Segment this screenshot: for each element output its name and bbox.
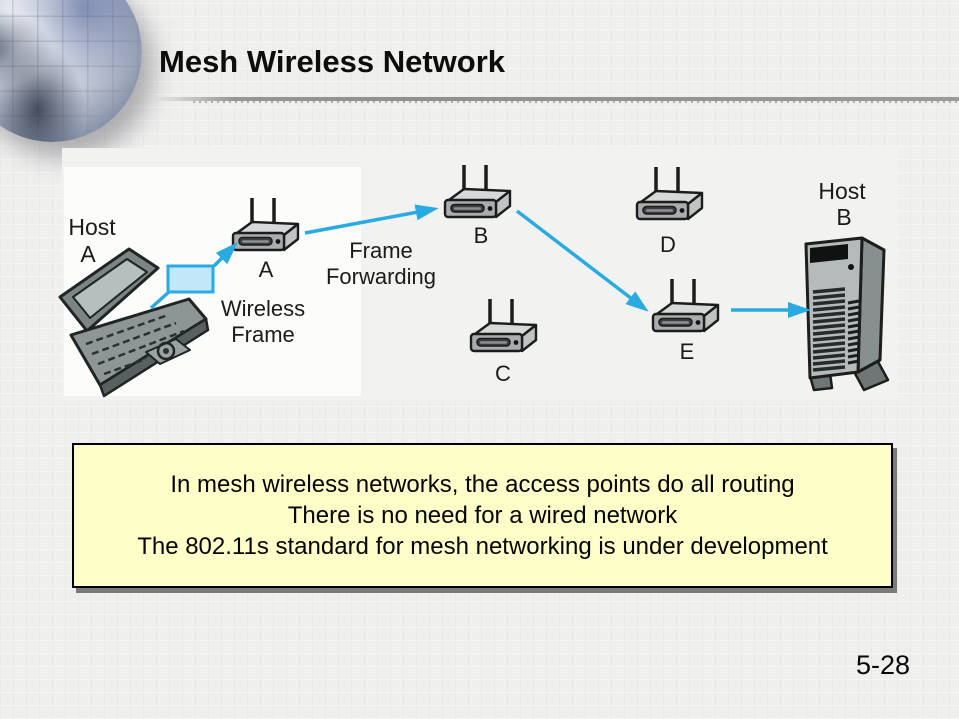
server-host-b-icon bbox=[804, 236, 890, 392]
wireless-frame-label-line1: Wireless bbox=[221, 296, 305, 321]
wireless-frame-label-line2: Frame bbox=[231, 322, 295, 347]
arrow-ap-b-to-ap-e bbox=[515, 209, 649, 312]
note-box: In mesh wireless networks, the access po… bbox=[72, 443, 893, 588]
arrow-ap-a-to-ap-b bbox=[304, 204, 439, 235]
host-a-label-line2: A bbox=[80, 241, 96, 267]
link-laptop-to-frame bbox=[149, 289, 172, 310]
note-line-3: The 802.11s standard for mesh networking… bbox=[137, 533, 828, 560]
host-b-label-line1: Host bbox=[818, 178, 866, 204]
wireless-frame-shape bbox=[166, 264, 215, 294]
ap-a-label: A bbox=[259, 257, 274, 282]
ap-c-label: C bbox=[495, 361, 511, 386]
arrow-frame-to-ap-a bbox=[212, 242, 238, 268]
page-number: 5-28 bbox=[855, 650, 911, 680]
note-line-1: In mesh wireless networks, the access po… bbox=[170, 471, 795, 498]
ap-e-label: E bbox=[680, 339, 695, 364]
frame-forwarding-label-line1: Frame bbox=[349, 238, 413, 263]
ap-d-label: D bbox=[660, 232, 676, 257]
host-b-label-line2: B bbox=[836, 204, 851, 230]
laptop-host-a-icon bbox=[58, 247, 210, 398]
page-title: Mesh Wireless Network bbox=[159, 44, 506, 79]
title-divider bbox=[153, 97, 959, 103]
note-line-2: There is no need for a wired network bbox=[287, 502, 678, 529]
host-a-label-line1: Host bbox=[68, 214, 116, 240]
ap-b-label: B bbox=[474, 223, 489, 248]
frame-forwarding-label-line2: Forwarding bbox=[326, 264, 436, 289]
